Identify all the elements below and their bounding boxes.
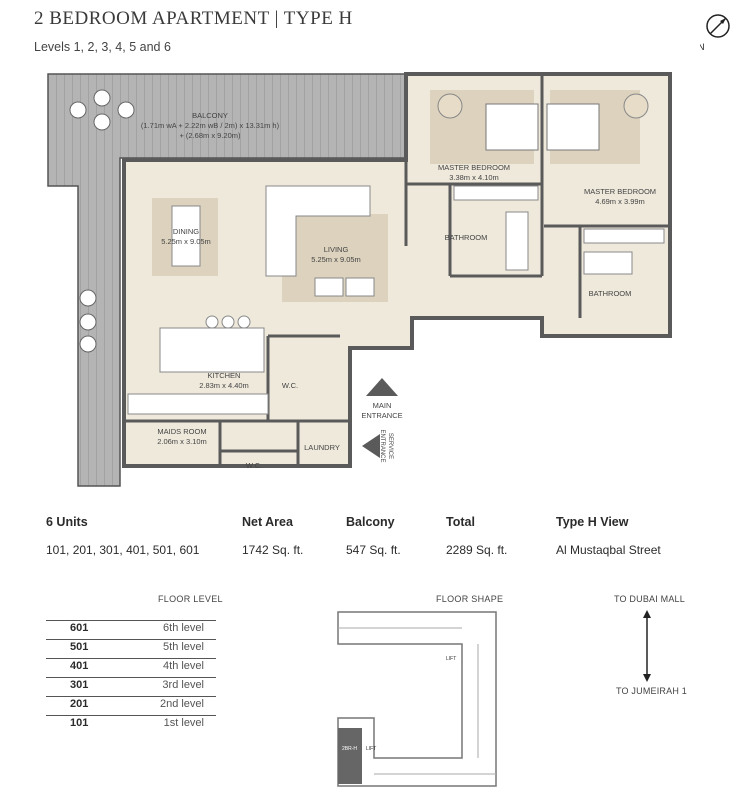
- kitchen-island: [159, 327, 265, 373]
- spec-net-area-label: Net Area: [242, 515, 293, 529]
- page-title: 2 BEDROOM APARTMENT | TYPE H: [34, 8, 353, 29]
- level-unit: 101: [70, 717, 89, 729]
- spec-view: Type H View Al Mustaqbal Street: [556, 515, 661, 557]
- level-unit: 601: [70, 622, 89, 634]
- level-name: 1st level: [163, 717, 204, 729]
- spec-units-label: 6 Units: [46, 515, 88, 529]
- label-service-entrance-2: ENTRANCE: [379, 429, 385, 462]
- bed-1: [485, 103, 539, 151]
- label-living-dim: 5.25m x 9.05m: [311, 255, 361, 264]
- label-main-entrance-2: ENTRANCE: [361, 411, 402, 420]
- label-kitchen: KITCHEN: [208, 371, 241, 380]
- level-row: 401 4th level: [46, 658, 216, 675]
- level-row: 501 5th level: [46, 639, 216, 656]
- direction-top: TO DUBAI MALL: [614, 594, 685, 604]
- kitchen-counter: [127, 393, 269, 415]
- label-main-entrance-1: MAIN: [373, 401, 392, 410]
- label-master1: MASTER BEDROOM: [438, 163, 510, 172]
- level-name: 6th level: [163, 622, 204, 634]
- spec-units-value: 101, 201, 301, 401, 501, 601: [46, 543, 200, 557]
- compass-label: N: [700, 42, 705, 52]
- spec-total: Total 2289 Sq. ft.: [446, 515, 507, 557]
- unit-tag: 2BR-H: [342, 746, 357, 752]
- main-entrance-arrow: [366, 378, 398, 396]
- label-balcony: BALCONY: [192, 111, 228, 120]
- compass-icon: N: [700, 14, 730, 52]
- level-name: 2nd level: [159, 698, 204, 710]
- level-unit: 201: [70, 698, 89, 710]
- spec-balcony-value: 547 Sq. ft.: [346, 543, 401, 557]
- spec-net-area: Net Area 1742 Sq. ft.: [242, 515, 303, 557]
- unit-highlight: [338, 728, 362, 784]
- label-balcony-dim1: (1.71m wA + 2.22m wB / 2m) x 13.31m h): [141, 121, 280, 130]
- dining-table: [171, 205, 201, 267]
- level-name: 5th level: [163, 641, 204, 653]
- level-row: 201 2nd level: [46, 696, 216, 713]
- spec-balcony-label: Balcony: [346, 515, 395, 529]
- bed-2: [546, 103, 600, 151]
- label-living: LIVING: [324, 245, 349, 254]
- spec-view-value: Al Mustaqbal Street: [556, 543, 661, 557]
- level-unit: 301: [70, 679, 89, 691]
- label-bath2: BATHROOM: [589, 289, 632, 298]
- label-laundry: LAUNDRY: [304, 443, 340, 452]
- label-balcony-dim2: + (2.68m x 9.20m): [179, 131, 241, 140]
- lift-label-2: LIFT: [366, 746, 376, 752]
- level-name: 4th level: [163, 660, 204, 672]
- level-row: 301 3rd level: [46, 677, 216, 694]
- floor-shape-map: 2BR-H LIFT LIFT: [337, 611, 497, 787]
- spec-net-area-value: 1742 Sq. ft.: [242, 543, 304, 557]
- spec-total-label: Total: [446, 515, 475, 529]
- level-unit: 401: [70, 660, 89, 672]
- label-master1-dim: 3.38m x 4.10m: [449, 173, 499, 182]
- sofa: [265, 185, 371, 277]
- spec-total-value: 2289 Sq. ft.: [446, 543, 508, 557]
- spec-balcony: Balcony 547 Sq. ft.: [346, 515, 401, 557]
- service-entrance-arrow: [362, 434, 380, 458]
- label-service-entrance-1: SERVICE: [387, 433, 393, 459]
- label-wc1: W.C.: [282, 381, 298, 390]
- level-row: 101 1st level: [46, 715, 216, 732]
- label-kitchen-dim: 2.83m x 4.40m: [199, 381, 249, 390]
- label-bath1: BATHROOM: [445, 233, 488, 242]
- spec-units: 6 Units 101, 201, 301, 401, 501, 601: [46, 515, 199, 557]
- floor-plan: BALCONY (1.71m wA + 2.22m wB / 2m) x 13.…: [47, 72, 672, 487]
- direction-arrow-icon: [643, 610, 651, 682]
- lift-label-1: LIFT: [446, 656, 456, 662]
- label-dining: DINING: [173, 227, 199, 236]
- level-unit: 501: [70, 641, 89, 653]
- label-maids-dim: 2.06m x 3.10m: [157, 437, 207, 446]
- level-row: 601 6th level: [46, 620, 216, 637]
- direction-bottom: TO JUMEIRAH 1: [616, 686, 687, 696]
- label-master2: MASTER BEDROOM: [584, 187, 656, 196]
- label-maids: MAIDS ROOM: [157, 427, 206, 436]
- label-dining-dim: 5.25m x 9.05m: [161, 237, 211, 246]
- label-wc2: W.C.: [246, 461, 262, 470]
- level-name: 3rd level: [162, 679, 204, 691]
- floor-level-heading: FLOOR LEVEL: [158, 594, 223, 604]
- floor-shape-heading: FLOOR SHAPE: [436, 594, 504, 604]
- page-subtitle: Levels 1, 2, 3, 4, 5 and 6: [34, 40, 171, 54]
- label-master2-dim: 4.69m x 3.99m: [595, 197, 645, 206]
- spec-view-label: Type H View: [556, 515, 629, 529]
